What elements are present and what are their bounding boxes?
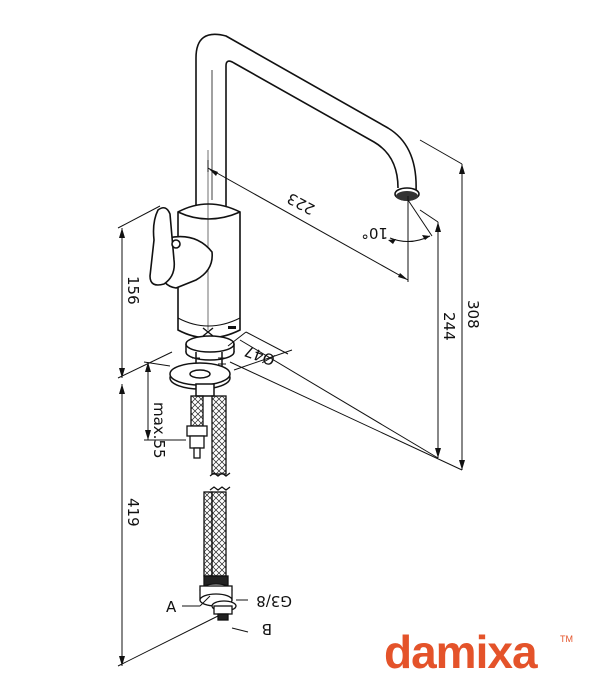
dim-body-height: 156 — [124, 276, 142, 305]
dim-hose-length: 419 — [124, 498, 142, 527]
mounting-kit — [169, 335, 235, 397]
dimension-arrows — [119, 164, 465, 666]
brand-trademark: TM — [560, 634, 573, 644]
label-thread: G3/8 — [256, 592, 292, 610]
dim-spout-angle: 10° — [361, 224, 388, 242]
brand-wordmark: damixa — [384, 626, 538, 678]
dim-height-spout: 244 — [440, 312, 458, 341]
label-a: A — [166, 598, 177, 616]
dimension-lines — [117, 139, 463, 667]
dim-height-total: 308 — [464, 300, 482, 329]
dim-max-deck: max.55 — [150, 402, 168, 459]
supply-hoses — [186, 395, 237, 621]
lever-handle — [149, 206, 213, 289]
spout — [195, 33, 420, 206]
faucet-body — [177, 150, 241, 339]
label-b: B — [262, 620, 272, 638]
brand-logo: damixa TM — [384, 626, 573, 678]
